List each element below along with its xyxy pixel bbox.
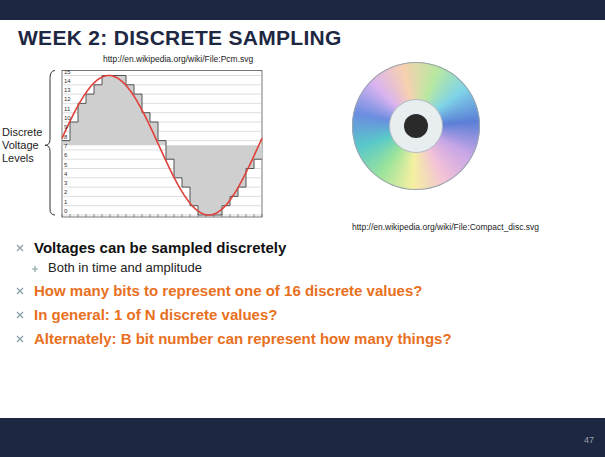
time-tick [134,214,135,217]
time-tick [174,214,175,217]
bullet-text: Alternately: B bit number can represent … [34,330,452,348]
time-tick [182,214,183,217]
top-bar [0,0,605,20]
time-tick [246,214,247,217]
time-tick [262,214,263,217]
level-number: 11 [64,106,70,112]
bullet-list: Voltages can be sampled discretelyBoth i… [14,239,592,348]
level-bracket [45,71,55,216]
time-tick [142,214,143,217]
time-tick [62,214,63,217]
level-number: 2 [64,189,67,195]
level-number: 6 [64,152,67,158]
slide-number: 47 [584,435,594,445]
bullet-item: How many bits to represent one of 16 dis… [14,282,592,300]
bullet-text: In general: 1 of N discrete values? [34,306,277,324]
level-number: 1 [64,199,67,205]
time-tick [110,214,111,217]
plus-mark [32,266,38,272]
bullet-text: Voltages can be sampled discretely [34,239,286,257]
cross-mark [17,288,23,294]
level-line [62,205,262,206]
time-tick [230,214,231,217]
level-number: 8 [64,134,67,140]
footer-bar [0,418,605,457]
time-tick [190,214,191,217]
level-number: 4 [64,171,67,177]
time-tick [94,214,95,217]
bullet-marker [14,286,30,296]
level-line [62,75,262,76]
level-number: 9 [64,124,67,130]
axis-caption: Discrete Voltage Levels [2,126,46,165]
slide-title: WEEK 2: DISCRETE SAMPLING [18,26,342,50]
time-tick [86,214,87,217]
level-number: 13 [64,87,71,93]
level-number: 15 [64,69,71,75]
level-number: 7 [64,143,67,149]
bullet-item: Both in time and amplitude [14,260,592,276]
time-tick [158,214,159,217]
time-tick [126,214,127,217]
graph-frame [62,71,262,218]
level-number: 0 [64,208,67,214]
time-tick [238,214,239,217]
bullet-item: In general: 1 of N discrete values? [14,306,592,324]
cross-mark [17,336,23,342]
time-tick [166,214,167,217]
sub-bullet-text: Both in time and amplitude [48,260,202,276]
bullet-item: Voltages can be sampled discretely [14,239,592,257]
time-tick [150,214,151,217]
bullet-marker [14,243,30,253]
time-tick [254,214,255,217]
source-url: http://en.wikipedia.org/wiki/File:Compac… [352,222,539,232]
level-line [62,215,262,216]
disc-hole [404,114,428,138]
sample-area [62,76,262,216]
source-url: http://en.wikipedia.org/wiki/File:Pcm.sv… [103,54,253,64]
sub-bullet-marker [28,264,44,274]
cross-mark [17,245,23,251]
time-tick [102,214,103,217]
level-number: 10 [64,115,71,121]
level-number: 14 [64,78,71,84]
analog-signal [62,76,262,216]
compact-disc [352,62,480,190]
quantized-staircase [62,76,262,216]
level-number: 12 [64,96,71,102]
bullet-marker [14,334,30,344]
cross-mark [17,312,23,318]
time-tick [78,214,79,217]
level-number: 3 [64,180,67,186]
time-tick [118,214,119,217]
level-number: 5 [64,162,67,168]
bullet-marker [14,310,30,320]
bullet-text: How many bits to represent one of 16 dis… [34,282,422,300]
time-tick [70,214,71,217]
bullet-item: Alternately: B bit number can represent … [14,330,592,348]
